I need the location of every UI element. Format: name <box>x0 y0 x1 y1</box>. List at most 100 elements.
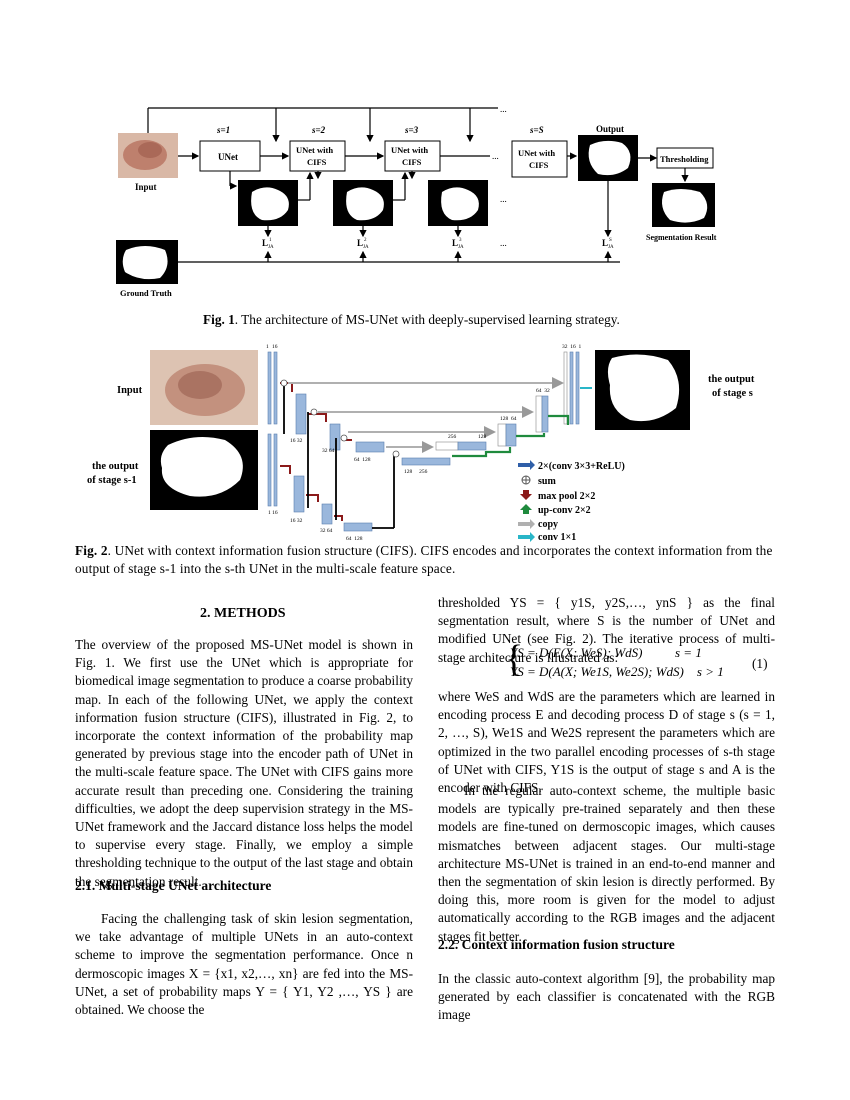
enc1-bottom <box>401 457 451 466</box>
fig2-input-label: Input <box>117 385 143 396</box>
maxpool-arrow-5 <box>306 494 319 502</box>
fig1-caption-num: Fig. 1 <box>203 312 235 327</box>
equation-brace: { <box>505 638 524 680</box>
maxpool-arrow-2 <box>308 413 327 422</box>
figure-1: Input ... s=1 s=2 s=3 s=S UNet UNet with… <box>116 104 717 298</box>
cifs-box-3-line1: UNet with <box>391 145 428 155</box>
enc2-n1-16: 1 16 <box>268 510 278 516</box>
dec-n64-32: 64 32 <box>536 388 550 394</box>
legend-icon-maxpool <box>520 490 532 500</box>
legend-label-2: max pool 2×2 <box>538 491 595 502</box>
cifs-box-S-line1: UNet with <box>518 148 555 158</box>
fig2-caption-num: Fig. 2 <box>75 543 108 558</box>
dec-n128b: 128 64 <box>500 416 517 422</box>
upconv-arrow-2 <box>486 447 512 454</box>
enc2-level3 <box>321 503 333 525</box>
legend-label-3: up-conv 2×2 <box>538 505 591 516</box>
loss-stage-2: L 2 JA <box>357 238 369 250</box>
right-col-para4: In the classic auto-context algorithm [9… <box>438 970 775 1025</box>
enc1-n1: 1 <box>266 344 269 350</box>
cifs-box-S-line2: CIFS <box>529 160 549 170</box>
dec-level1-b <box>569 351 574 425</box>
legend-label-1: sum <box>538 476 556 487</box>
loss-ellipsis: ... <box>500 238 507 248</box>
dec-n256: 256 <box>448 434 457 440</box>
fig2-legend: 2×(conv 3×3+ReLU) sum max pool 2×2 up-co… <box>518 460 625 543</box>
enc1-level4 <box>355 441 385 453</box>
stage-2-label: s=2 <box>311 125 326 135</box>
enc2-block-b <box>273 433 278 507</box>
sum-circle-3 <box>340 434 348 442</box>
thresholded-paragraph: thresholded YS = { y1S, y2S,…, ynS } as … <box>438 595 775 665</box>
fig2-out-line2: of stage s <box>712 388 753 399</box>
segmentation-result-mask <box>652 183 715 227</box>
mask-ellipsis: ... <box>500 194 507 204</box>
enc2-block-a <box>267 433 272 507</box>
left-col-para1: The overview of the proposed MS-UNet mod… <box>75 636 413 891</box>
dec-level4 <box>457 441 487 451</box>
output-label: Output <box>596 124 624 134</box>
stage-3-label: s=3 <box>404 125 419 135</box>
loss-2-sub: JA <box>363 245 369 250</box>
loss-2-L: L <box>357 238 363 248</box>
equation-1: YS = D(E(X; WeS); WdS) s = 1 YS = D(A(X;… <box>510 645 750 683</box>
legend-icon-conv <box>518 460 535 470</box>
equation-line-2: YS = D(A(X; We1S, We2S); WdS) s > 1 <box>510 664 724 679</box>
fig2-output-mask <box>595 350 690 430</box>
segmentation-result-label: Segmentation Result <box>646 233 717 242</box>
sum-circle-2 <box>310 408 318 416</box>
methods-paragraph: The overview of the proposed MS-UNet mod… <box>75 637 413 889</box>
loss-stage-3: L 3 JA <box>452 238 464 250</box>
section-title-methods: 2. METHODS <box>200 606 286 621</box>
loss-2-sup: 2 <box>364 238 367 243</box>
fig2-prev-output-mask <box>150 430 258 510</box>
stage-1-label: s=1 <box>216 125 230 135</box>
right-col-para2: where WeS and WdS are the parameters whi… <box>438 688 775 797</box>
fig2-prev-output-line1: the output <box>92 461 139 472</box>
loss-stage-S: L S JA <box>602 238 614 250</box>
output-mask <box>578 135 638 181</box>
enc1-n16: 16 <box>272 344 278 350</box>
cifs-box-3-line2: CIFS <box>402 157 422 167</box>
dec-n32-16-1: 32 16 1 <box>562 344 582 350</box>
ground-truth-mask <box>116 240 178 284</box>
enc2-n32-64: 32 64 <box>320 528 333 534</box>
dec-level2-copy <box>535 395 543 433</box>
sum-circle-4 <box>392 450 400 458</box>
ground-truth-label: Ground Truth <box>120 288 172 298</box>
cifs-box-2-line2: CIFS <box>307 157 327 167</box>
legend-label-0: 2×(conv 3×3+ReLU) <box>538 461 625 472</box>
enc1-level2 <box>295 393 307 435</box>
enc2-level4 <box>343 522 373 532</box>
stage-S-label: s=S <box>529 125 544 135</box>
unet-box-label: UNet <box>218 152 238 162</box>
input-image <box>118 133 178 178</box>
enc1-level3 <box>329 423 341 451</box>
enc1-block-b <box>273 351 278 425</box>
enc1-n32-64: 32 64 <box>322 448 335 454</box>
loss-3-L: L <box>452 238 458 248</box>
legend-icon-upconv <box>520 504 532 514</box>
dec-level3 <box>505 423 517 447</box>
enc2-n16-32: 16 32 <box>290 518 303 524</box>
dec-level3-copy <box>497 423 507 447</box>
equation-line-1: YS = D(E(X; WeS); WdS) s = 1 <box>510 645 702 660</box>
unet-cifs-box-3: UNet with CIFS <box>384 140 441 172</box>
mid-ellipsis: ... <box>492 151 499 161</box>
stage-2-mask <box>333 180 393 226</box>
loss-S-L: L <box>602 238 608 248</box>
right-col-para3: In the regular auto-context scheme, the … <box>438 782 775 946</box>
maxpool-arrow-4 <box>280 465 291 474</box>
fig2-caption-text: . UNet with context information fusion s… <box>75 543 773 576</box>
autocontext-paragraph: In the regular auto-context scheme, the … <box>438 783 775 944</box>
stage-1-mask <box>238 180 298 226</box>
legend-icon-conv1x1 <box>518 532 535 542</box>
loss-1-sub: JA <box>268 245 274 250</box>
cifs-paragraph: In the classic auto-context algorithm [9… <box>438 971 775 1023</box>
cifs-box-2-line1: UNet with <box>296 145 333 155</box>
loss-S-sub: JA <box>608 245 614 250</box>
loss-3-sup: 3 <box>459 238 462 243</box>
upconv-arrow-4 <box>548 414 570 425</box>
loss-3-sub: JA <box>458 245 464 250</box>
legend-label-5: conv 1×1 <box>538 532 576 543</box>
